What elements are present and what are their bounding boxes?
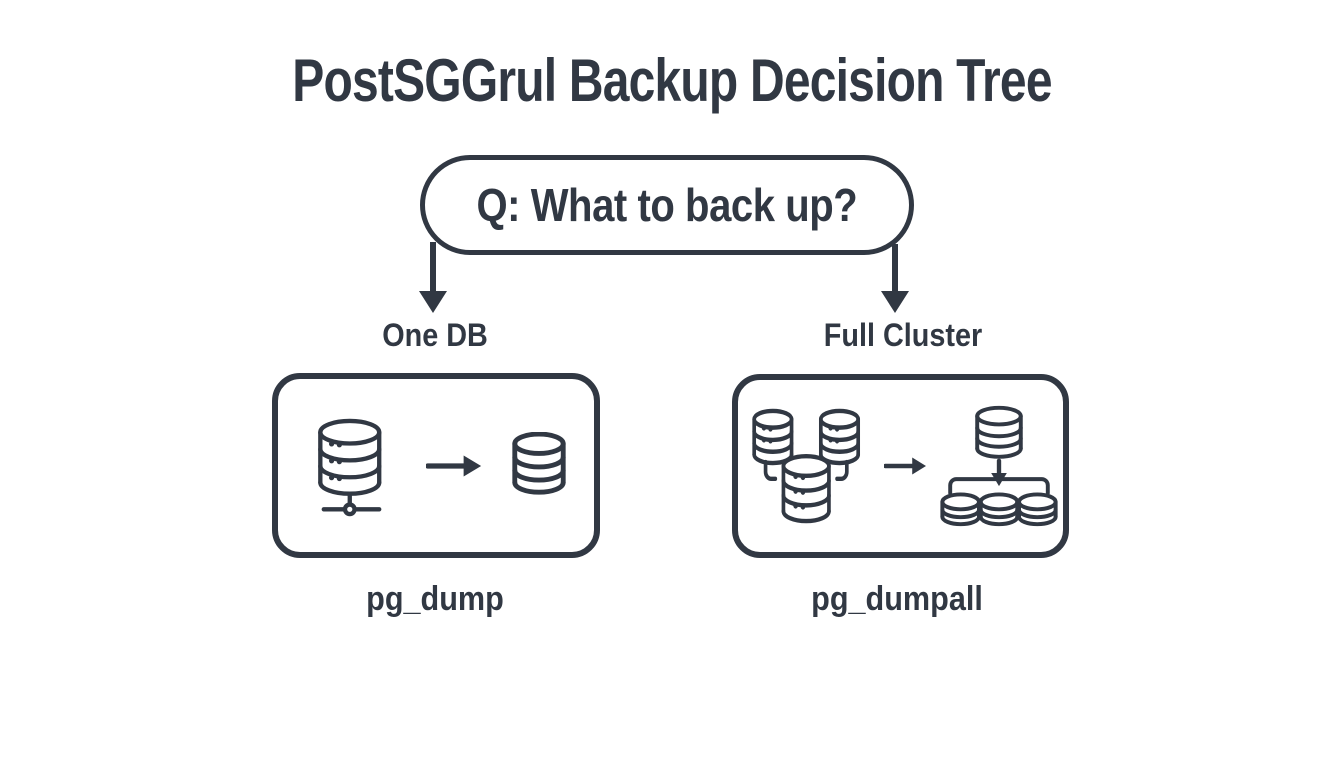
question-label: Q: What to back up? — [476, 179, 858, 231]
tool-label-pg-dumpall: pg_dumpall — [811, 580, 983, 618]
arrow-down-right-icon — [881, 244, 909, 313]
branch-label-full-cluster: Full Cluster — [823, 317, 983, 353]
database-server-network-icon — [317, 418, 381, 516]
database-icon — [511, 431, 566, 495]
branch-label-one-db: One DB — [382, 317, 488, 353]
one-db-node-box — [272, 373, 600, 558]
database-fanout-icon — [939, 405, 1058, 527]
arrow-right-icon — [883, 457, 926, 475]
database-cluster-icon — [751, 408, 860, 524]
arrow-down-left-icon — [419, 242, 447, 313]
tool-label-pg-dump: pg_dump — [366, 580, 504, 618]
diagram-title: PostSGGrul Backup Decision Tree — [292, 47, 1052, 114]
question-node: Q: What to back up? — [420, 155, 914, 255]
full-cluster-node-box — [732, 374, 1069, 558]
arrow-right-icon — [425, 455, 481, 476]
